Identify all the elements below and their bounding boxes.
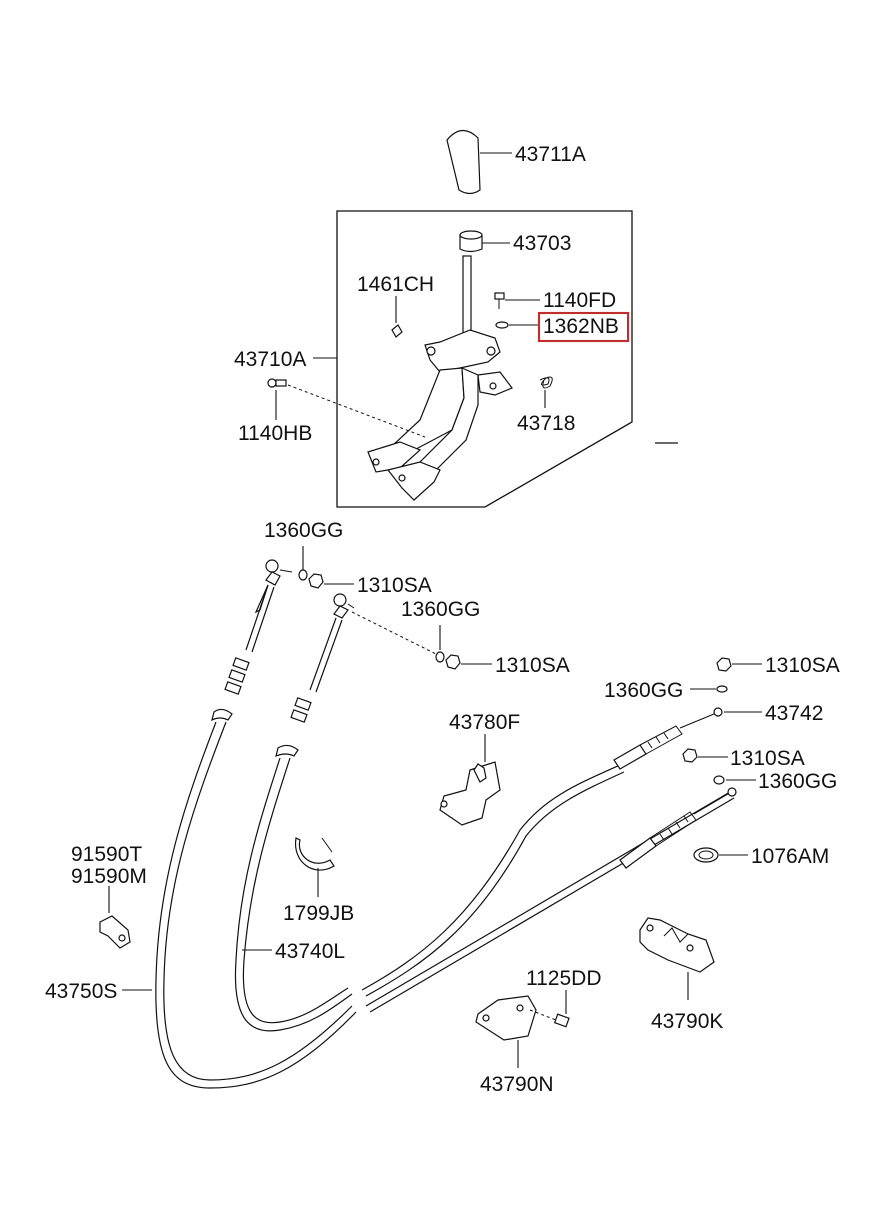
- label-1360GG-c: 1360GG: [604, 679, 683, 702]
- label-43710A: 43710A: [234, 348, 306, 371]
- label-43742: 43742: [765, 702, 823, 725]
- label-1799JB: 1799JB: [283, 902, 354, 925]
- lever-assembly-frame: [336, 210, 633, 508]
- label-91590M: 91590M: [71, 865, 147, 888]
- label-43750S: 43750S: [45, 980, 117, 1003]
- label-43790K: 43790K: [651, 1010, 723, 1033]
- highlight-box-1362NB: [538, 312, 629, 342]
- clip-1461CH: [391, 296, 403, 338]
- washer-1362NB: [495, 321, 538, 329]
- label-1310SA-c: 1310SA: [765, 654, 840, 677]
- clip-91590: [99, 886, 131, 949]
- washer-1360GG-a: [298, 546, 308, 581]
- label-1310SA-a: 1310SA: [357, 574, 432, 597]
- nut-1310SA-b: [445, 654, 492, 670]
- cable-tie-1799JB: [294, 837, 335, 897]
- label-1360GG-b: 1360GG: [401, 598, 480, 621]
- dashed-link-b: [351, 611, 437, 655]
- nut-1310SA-c: [716, 657, 762, 672]
- lever-bushing: [459, 230, 510, 253]
- cable-43740L: [234, 593, 723, 1032]
- label-43780F: 43780F: [449, 711, 520, 734]
- label-43718: 43718: [517, 412, 575, 435]
- bolt-1125DD: [529, 990, 570, 1028]
- label-91590T: 91590T: [71, 843, 142, 866]
- washer-1360GG-b: [435, 625, 445, 663]
- grommet-1076AM: [693, 847, 748, 863]
- bracket-43780F: [439, 734, 501, 826]
- label-1310SA-d: 1310SA: [730, 747, 805, 770]
- label-1360GG-d: 1360GG: [758, 770, 837, 793]
- label-1362NB: 1362NB: [543, 315, 619, 338]
- label-1140FD: 1140FD: [543, 289, 616, 312]
- label-1125DD: 1125DD: [526, 967, 602, 990]
- nut-1310SA-a: [308, 573, 354, 589]
- spring-43718: [539, 376, 553, 408]
- label-43790N: 43790N: [480, 1073, 554, 1096]
- label-43711A: 43711A: [515, 143, 586, 166]
- shift-lever-bracket: [367, 329, 513, 501]
- shift-knob: [446, 129, 512, 195]
- label-1360GG-a: 1360GG: [264, 519, 343, 542]
- plate-43790K: [639, 917, 715, 1000]
- label-43703: 43703: [513, 232, 571, 255]
- label-1310SA-b: 1310SA: [495, 654, 570, 677]
- bracket-43790N: [475, 995, 537, 1068]
- label-43740L: 43740L: [275, 940, 345, 963]
- bolt-1140HB: [267, 378, 426, 438]
- cable-43750S: [122, 559, 737, 1089]
- washer-1360GG-d: [713, 775, 756, 785]
- label-1461CH: 1461CH: [357, 273, 434, 296]
- label-1076AM: 1076AM: [751, 845, 829, 868]
- washer-1360GG-c: [690, 685, 728, 693]
- nut-1310SA-d: [682, 748, 728, 763]
- bolt-1140FD: [494, 292, 540, 309]
- label-1140HB: 1140HB: [238, 422, 312, 445]
